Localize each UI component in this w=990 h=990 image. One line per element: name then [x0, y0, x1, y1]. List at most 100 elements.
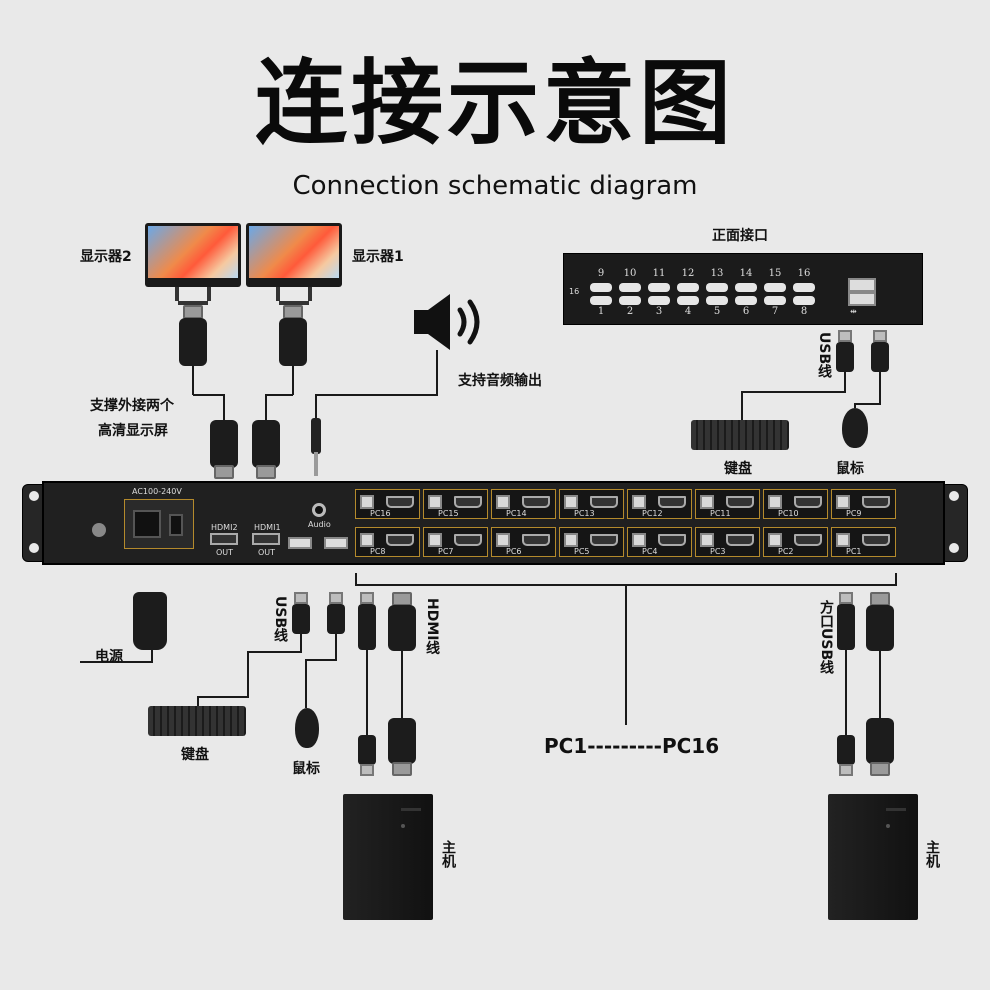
- usb-cable-label-bottom: USB线: [272, 596, 288, 643]
- hdmi-plug-tip: [283, 305, 303, 319]
- pc-port: PC4: [627, 527, 692, 557]
- front-button: [793, 283, 815, 292]
- hdmi-cable-label: HDMI线: [424, 598, 440, 655]
- hdmi2-out-port: [210, 533, 238, 545]
- audio-output-label: 支持音频输出: [458, 373, 542, 389]
- usb-connector: [358, 735, 376, 765]
- usb-plug-tip: [873, 330, 887, 342]
- pc-port: PC12: [627, 489, 692, 519]
- hdmi1-label: HDMI1: [254, 523, 281, 532]
- square-usb-cable-label: 方口USB线: [818, 600, 834, 675]
- front-number: 1: [597, 306, 605, 317]
- power-plug: [133, 592, 167, 650]
- front-number: 6: [742, 306, 750, 317]
- front-number: 15: [768, 268, 782, 279]
- usb-plug-tip: [360, 764, 374, 776]
- audio-plug: [311, 418, 321, 454]
- front-number: 8: [800, 306, 808, 317]
- dual-display-label-2: 高清显示屏: [98, 423, 168, 439]
- hdmi-plug-tip: [870, 592, 890, 606]
- front-button: [619, 283, 641, 292]
- usb-plug-tip: [838, 330, 852, 342]
- front-number: 3: [655, 306, 663, 317]
- pc-port: PC13: [559, 489, 624, 519]
- front-button: [677, 296, 699, 305]
- pc-port: PC1: [831, 527, 896, 557]
- front-button: [619, 296, 641, 305]
- front-button: [793, 296, 815, 305]
- front-button: [764, 283, 786, 292]
- usb-connector: [292, 604, 310, 634]
- hdmi-plug-tip: [392, 592, 412, 606]
- usb-b-plug-tip: [360, 592, 374, 604]
- front-number: 9: [597, 268, 605, 279]
- pc-port: PC10: [763, 489, 828, 519]
- usb-connector: [327, 604, 345, 634]
- host-left-label: 主机: [440, 840, 456, 868]
- pc-port: PC7: [423, 527, 488, 557]
- front-panel-side-label: 16: [569, 287, 580, 296]
- power-inlet: [124, 499, 194, 549]
- front-number: 7: [771, 306, 779, 317]
- audio-plug-tip: [314, 452, 318, 476]
- front-panel-label: 正面接口: [712, 228, 768, 244]
- monitor-2-label: 显示器2: [80, 249, 132, 265]
- pc-range-label: PC1---------PC16: [544, 734, 720, 758]
- hdmi-connector: [279, 318, 307, 366]
- usb-connector: [837, 735, 855, 765]
- hdmi-connector: [388, 605, 416, 651]
- hdmi1-out-port: [252, 533, 280, 545]
- front-number: 13: [710, 268, 724, 279]
- front-number: 4: [684, 306, 692, 317]
- front-number: 14: [739, 268, 753, 279]
- front-usb-port: [848, 278, 876, 292]
- host-right-label: 主机: [924, 840, 940, 868]
- front-number: 10: [623, 268, 637, 279]
- front-button: [735, 283, 757, 292]
- mouse-bottom: [295, 708, 319, 748]
- pc-port: PC14: [491, 489, 556, 519]
- hdmi-plug-tip: [183, 305, 203, 319]
- pc-port: PC11: [695, 489, 760, 519]
- usb-symbol-icon: ⇹: [850, 307, 857, 316]
- monitor-1: [246, 223, 342, 305]
- mouse-bottom-label: 鼠标: [292, 761, 320, 777]
- rear-usb-port: [288, 537, 312, 549]
- hdmi-plug-tip: [214, 465, 234, 479]
- front-number: 16: [797, 268, 811, 279]
- usb-plug-tip: [294, 592, 308, 604]
- hdmi-connector: [179, 318, 207, 366]
- monitor-2: [145, 223, 241, 305]
- pc-port: PC5: [559, 527, 624, 557]
- keyboard-bottom-label: 键盘: [181, 747, 209, 763]
- pc-port: PC3: [695, 527, 760, 557]
- pc-port: PC16: [355, 489, 420, 519]
- hdmi-connector: [210, 420, 238, 468]
- front-number: 12: [681, 268, 695, 279]
- page-title: 连接示意图: [254, 50, 735, 157]
- pc-port: PC15: [423, 489, 488, 519]
- front-button: [735, 296, 757, 305]
- usb-connector: [836, 342, 854, 372]
- mouse-top: [842, 408, 868, 448]
- page-subtitle: Connection schematic diagram: [292, 171, 698, 201]
- kvm-rear-panel: AC100-240V HDMI2 OUT HDMI1 OUT Audio PC1…: [42, 481, 945, 565]
- front-number: 11: [652, 268, 666, 279]
- usb-plug-tip: [329, 592, 343, 604]
- rear-usb-port: [324, 537, 348, 549]
- power-label: 电源: [95, 649, 123, 665]
- keyboard-bottom: [148, 706, 246, 736]
- usb-cable-label-top: USB线: [816, 332, 832, 379]
- host-computer-right: [828, 794, 918, 920]
- keyboard-top-label: 键盘: [724, 461, 752, 477]
- front-button: [706, 296, 728, 305]
- front-number: 2: [626, 306, 634, 317]
- usb-plug-tip: [839, 764, 853, 776]
- front-button: [590, 283, 612, 292]
- hdmi2-out-label: OUT: [216, 548, 234, 557]
- hdmi-plug-tip: [256, 465, 276, 479]
- speaker-icon: [414, 294, 480, 350]
- usb-b-connector: [837, 604, 855, 650]
- front-usb-port: [848, 292, 876, 306]
